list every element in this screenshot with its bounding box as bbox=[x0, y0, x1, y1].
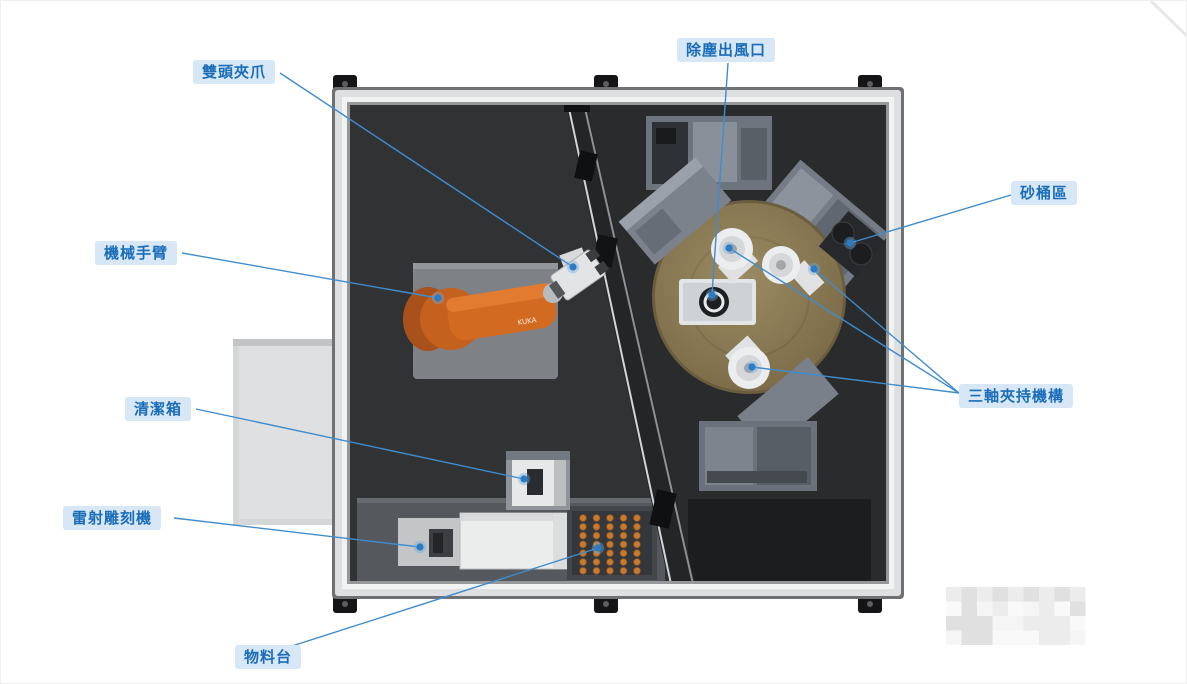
cleaning-box-unit bbox=[506, 451, 570, 510]
label-dust-outlet: 除塵出風口 bbox=[677, 38, 776, 62]
three-axis-clamp-anchor-dot bbox=[748, 363, 756, 371]
label-double-head-gripper: 雙頭夾爪 bbox=[193, 60, 276, 84]
double-head-gripper-anchor-dot bbox=[569, 263, 577, 271]
material-parts-grid bbox=[579, 514, 641, 575]
double-head-gripper-tool bbox=[548, 247, 610, 301]
robot-arm-anchor-dot bbox=[434, 294, 442, 302]
three-axis-clamp-anchor-dot bbox=[810, 265, 818, 273]
three-axis-clamp-callout-line bbox=[813, 268, 960, 394]
label-cleaning-box: 清潔箱 bbox=[125, 397, 192, 421]
robot-arm-callout-line bbox=[181, 252, 439, 299]
double-head-gripper-callout-line bbox=[279, 72, 574, 268]
cleaning-box-anchor-dot bbox=[520, 475, 528, 483]
sand-bucket-area-anchor-dot bbox=[846, 239, 854, 247]
robot-arm-assembly: KUKA bbox=[403, 247, 610, 379]
clamp-mechanism-right bbox=[762, 246, 825, 296]
robot-upper-arm: KUKA bbox=[446, 283, 557, 341]
three-axis-clamp-callout-line bbox=[728, 247, 960, 394]
label-laser-engraver: 雷射雕刻機 bbox=[63, 506, 162, 530]
bottom-machine bbox=[699, 357, 839, 491]
side-table bbox=[233, 339, 349, 525]
label-three-axis-clamp: 三軸夾持機構 bbox=[959, 384, 1074, 408]
material-table-anchor-dot bbox=[594, 544, 602, 552]
turntable bbox=[652, 200, 846, 394]
bottom-right-pit bbox=[688, 499, 871, 581]
three-axis-clamp-callout-line bbox=[751, 366, 960, 394]
laser-engraver-callout-line bbox=[173, 517, 421, 548]
clamp-mechanism-top bbox=[618, 157, 758, 284]
robot-brand-text: KUKA bbox=[517, 316, 537, 327]
sand-bucket-area-callout-line bbox=[849, 194, 1012, 244]
label-sand-bucket-area: 砂桶區 bbox=[1011, 181, 1078, 205]
dust-outlet-callout-line bbox=[711, 62, 729, 296]
label-material-table: 物料台 bbox=[235, 645, 302, 669]
laser-engraver-anchor-dot bbox=[416, 543, 424, 551]
material-table-callout-line bbox=[291, 547, 599, 647]
label-robot-arm: 機械手臂 bbox=[95, 241, 178, 265]
watermark-mosaic bbox=[946, 587, 1086, 645]
linear-rail bbox=[564, 105, 695, 581]
turntable-center-port bbox=[679, 279, 756, 325]
laser-engraver-unit bbox=[398, 512, 569, 570]
corner-artifact bbox=[1149, 1, 1186, 38]
material-tray bbox=[567, 506, 657, 580]
three-axis-clamp-anchor-dot bbox=[725, 244, 733, 252]
cleaning-box-callout-line bbox=[195, 408, 525, 480]
dust-outlet-anchor-dot bbox=[708, 291, 716, 299]
